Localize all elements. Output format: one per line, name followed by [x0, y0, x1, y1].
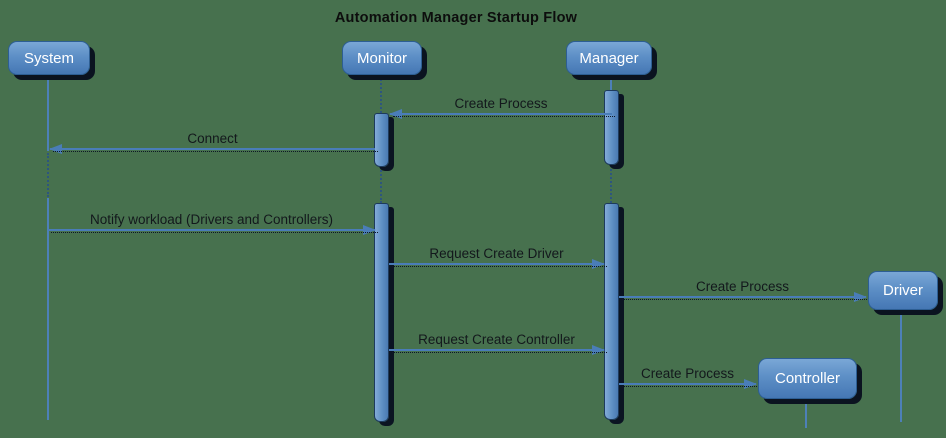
activation-monitor-2 — [374, 203, 389, 422]
diagram-title: Automation Manager Startup Flow — [334, 10, 578, 26]
actor-box-manager: Manager — [566, 41, 652, 75]
message-label: Notify workload (Drivers and Controllers… — [89, 212, 334, 227]
message-label: Create Process — [695, 279, 790, 294]
lifeline-manager-stub — [610, 73, 612, 90]
lifeline-driver — [900, 308, 902, 422]
arrow-right-icon — [744, 379, 757, 389]
arrow-right-icon — [592, 259, 605, 269]
message-line — [48, 225, 378, 235]
actor-label: Controller — [774, 370, 841, 387]
arrow-left-icon — [389, 109, 402, 119]
actor-label: Manager — [579, 49, 639, 67]
message-create-process-3: Create Process — [619, 365, 759, 389]
lifeline-monitor-dotted-mid — [380, 167, 382, 203]
lifeline-system-solid-bottom — [47, 198, 49, 420]
actor-label: System — [23, 49, 74, 67]
message-label: Request Create Driver — [429, 246, 564, 261]
lifeline-manager-dotted-mid — [610, 165, 612, 203]
activation-manager-1 — [604, 90, 619, 165]
activation-manager-2 — [604, 203, 619, 420]
message-line — [389, 345, 607, 355]
message-label: Connect — [187, 131, 238, 146]
message-notify-workload: Notify workload (Drivers and Controllers… — [48, 211, 378, 235]
arrow-right-icon — [363, 225, 376, 235]
message-create-process-1: Create Process — [389, 95, 615, 119]
actor-label: Monitor — [356, 49, 408, 67]
arrow-left-icon — [49, 144, 62, 154]
actor-box-driver: Driver — [868, 271, 938, 310]
lifeline-system-solid-top — [47, 73, 49, 151]
arrow-right-icon — [592, 345, 605, 355]
message-line — [389, 109, 615, 119]
message-line — [619, 292, 869, 302]
message-label: Create Process — [454, 96, 548, 111]
message-line — [619, 379, 759, 389]
lifeline-controller — [805, 399, 807, 428]
actor-box-controller: Controller — [758, 358, 857, 399]
activation-monitor-1 — [374, 113, 389, 167]
message-request-create-controller: Request Create Controller — [389, 331, 607, 355]
lifeline-system-dotted — [47, 153, 49, 197]
actor-box-monitor: Monitor — [342, 41, 422, 75]
message-label: Create Process — [640, 366, 735, 381]
message-connect: Connect — [49, 130, 378, 154]
message-request-create-driver: Request Create Driver — [389, 245, 607, 269]
actor-box-system: System — [8, 41, 90, 75]
actor-label: Driver — [883, 282, 923, 299]
lifeline-monitor-dotted-top — [380, 74, 382, 113]
message-line — [49, 144, 378, 154]
message-label: Request Create Controller — [418, 332, 575, 347]
message-create-process-2: Create Process — [619, 278, 869, 302]
arrow-right-icon — [854, 292, 867, 302]
message-line — [389, 259, 607, 269]
